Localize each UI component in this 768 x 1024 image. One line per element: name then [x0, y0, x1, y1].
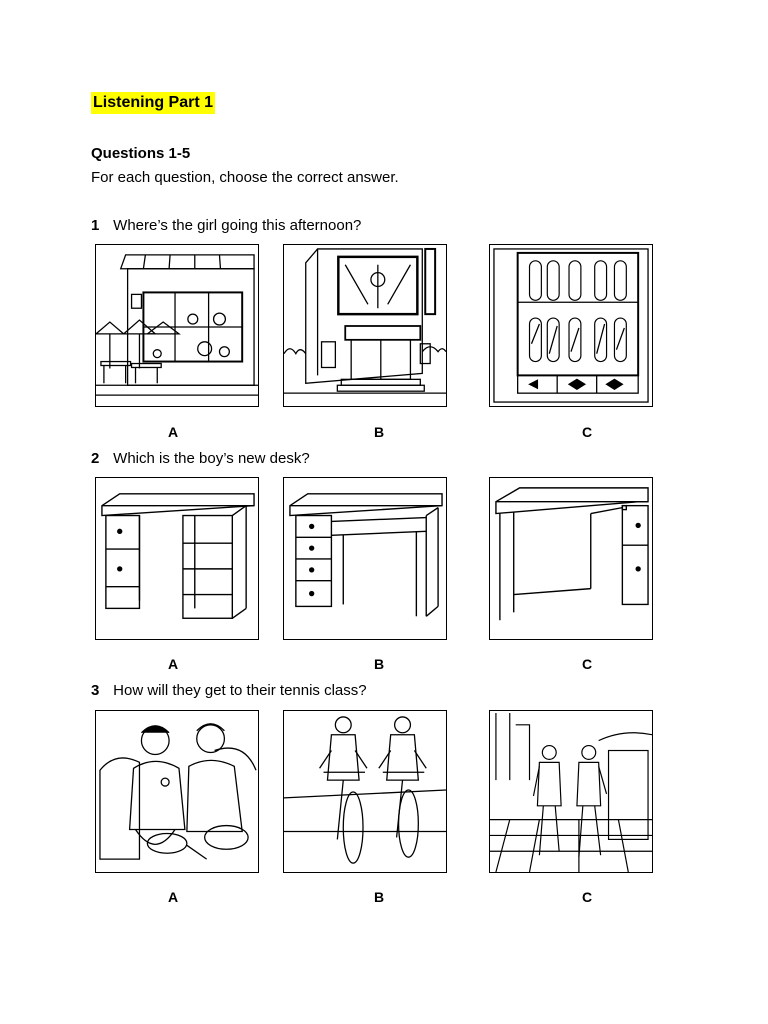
instruction-text: For each question, choose the correct an…: [91, 169, 399, 186]
desk-drawers-and-shelves-picture[interactable]: [95, 477, 259, 640]
question-text: Which is the boy’s new desk?: [113, 450, 310, 467]
option-letter: C: [581, 889, 593, 905]
boys-walking-picture[interactable]: [489, 710, 653, 873]
skateboard-shop-picture[interactable]: [489, 244, 653, 407]
boys-cycling-picture[interactable]: [283, 710, 447, 873]
question-number: 2: [91, 450, 100, 467]
question-text: Where’s the girl going this afternoon?: [113, 217, 362, 234]
question-number: 3: [91, 682, 100, 699]
question-number: 1: [91, 217, 100, 234]
cinema-picture[interactable]: [283, 244, 447, 407]
option-letter: A: [167, 656, 179, 672]
cafe-picture[interactable]: [95, 244, 259, 407]
desk-right-drawers-picture[interactable]: [489, 477, 653, 640]
option-letter: A: [167, 424, 179, 440]
question-2: 2 Which is the boy’s new desk?: [91, 450, 310, 467]
option-letter: A: [167, 889, 179, 905]
section-title: Listening Part 1: [91, 92, 216, 114]
questions-heading: Questions 1-5: [91, 145, 191, 162]
question-3: 3 How will they get to their tennis clas…: [91, 682, 367, 699]
question-1: 1 Where’s the girl going this afternoon?: [91, 217, 361, 234]
option-letter: B: [373, 656, 385, 672]
option-letter: C: [581, 656, 593, 672]
boys-on-bus-picture[interactable]: [95, 710, 259, 873]
question-text: How will they get to their tennis class?: [113, 682, 367, 699]
desk-four-drawers-picture[interactable]: [283, 477, 447, 640]
option-letter: B: [373, 424, 385, 440]
option-letter: C: [581, 424, 593, 440]
option-letter: B: [373, 889, 385, 905]
